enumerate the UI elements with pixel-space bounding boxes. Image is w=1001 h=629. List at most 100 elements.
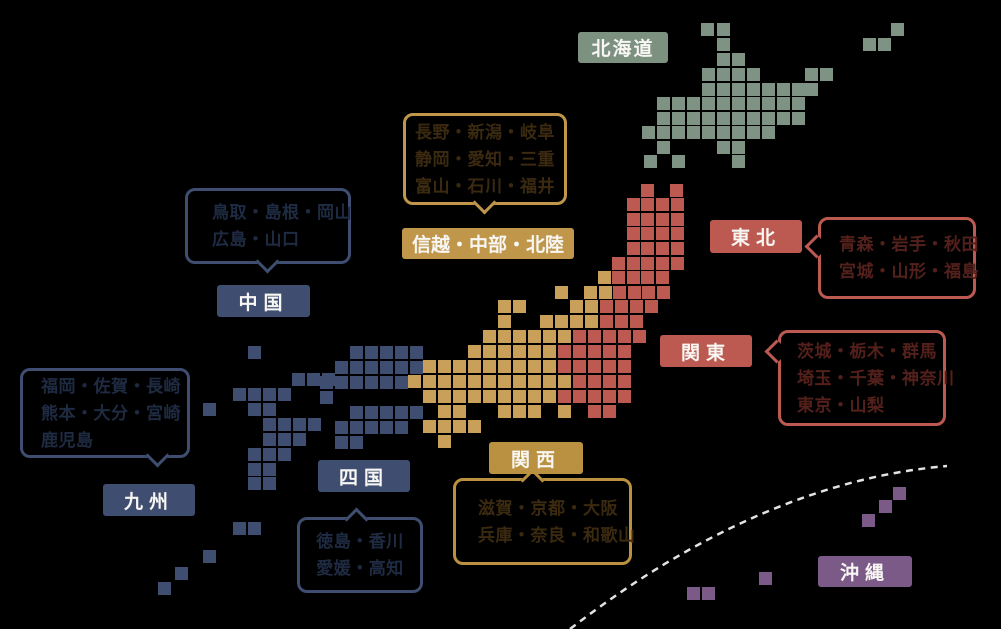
map-square-kyushu <box>233 388 246 401</box>
map-square-chugoku <box>365 376 378 389</box>
map-square-hokkaido <box>701 23 714 36</box>
map-square-chugoku <box>410 361 423 374</box>
prefecture-list-line: 富山・石川・福井 <box>415 176 555 196</box>
map-square-kyushu <box>263 433 276 446</box>
map-square-chugoku <box>410 346 423 359</box>
map-square-chubu <box>543 375 556 388</box>
map-square-hokkaido <box>702 126 715 139</box>
map-square-kanto <box>573 375 586 388</box>
map-square-hokkaido <box>672 112 685 125</box>
map-square-hokkaido <box>717 83 730 96</box>
map-square-hokkaido <box>777 83 790 96</box>
map-square-chubu <box>498 315 511 328</box>
prefecture-list-line: 鳥取・島根・岡山 <box>212 203 352 222</box>
map-square-chugoku <box>320 391 333 404</box>
map-square-chubu <box>513 405 526 418</box>
map-square-chugoku <box>335 376 348 389</box>
map-square-chugoku <box>380 361 393 374</box>
map-square-tohoku <box>630 315 643 328</box>
map-square-hokkaido <box>747 126 760 139</box>
map-square-hokkaido <box>777 112 790 125</box>
map-square-chubu <box>528 330 541 343</box>
map-square-kanto <box>558 345 571 358</box>
map-square-hokkaido <box>747 83 760 96</box>
map-square-kyushu <box>322 373 335 386</box>
map-square-chubu <box>543 330 556 343</box>
map-square-hokkaido <box>672 155 685 168</box>
map-square-tohoku <box>656 227 669 240</box>
map-square-hokkaido <box>762 112 775 125</box>
map-square-hokkaido <box>747 97 760 110</box>
region-label-tohoku: 東北 <box>710 220 802 253</box>
map-square-hokkaido <box>777 97 790 110</box>
map-square-kansai <box>423 420 436 433</box>
map-square-hokkaido <box>702 97 715 110</box>
region-label-hokkaido: 北海道 <box>578 32 668 63</box>
map-square-tohoku <box>628 286 641 299</box>
map-square-kyushu <box>263 403 276 416</box>
map-square-shikoku <box>350 421 363 434</box>
map-square-tohoku <box>656 198 669 211</box>
region-label-shikoku: 四国 <box>318 460 410 492</box>
map-square-kanto <box>588 330 601 343</box>
map-square-shikoku <box>380 406 393 419</box>
map-square-chugoku <box>380 376 393 389</box>
map-square-okinawa <box>879 500 892 513</box>
map-square-tohoku <box>670 184 683 197</box>
map-square-kanto <box>573 390 586 403</box>
map-square-kansai <box>468 420 481 433</box>
map-square-hokkaido <box>717 126 730 139</box>
map-square-chubu <box>540 315 553 328</box>
map-square-hokkaido <box>642 126 655 139</box>
map-square-tohoku <box>641 184 654 197</box>
map-square-chugoku <box>365 361 378 374</box>
map-square-tohoku <box>641 227 654 240</box>
map-square-chubu <box>528 345 541 358</box>
map-square-hokkaido <box>732 83 745 96</box>
map-square-kanto <box>618 345 631 358</box>
map-square-hokkaido <box>657 126 670 139</box>
map-square-kansai <box>438 390 451 403</box>
map-square-tohoku <box>641 213 654 226</box>
prefecture-list-line: 静岡・愛知・三重 <box>415 149 555 169</box>
map-square-shikoku <box>365 406 378 419</box>
map-square-tohoku <box>641 242 654 255</box>
map-square-shikoku <box>365 421 378 434</box>
map-square-kansai <box>453 420 466 433</box>
map-square-tohoku <box>615 300 628 313</box>
map-square-chubu <box>584 286 597 299</box>
map-square-kyushu <box>233 522 246 535</box>
map-square-kansai <box>453 390 466 403</box>
map-square-tohoku <box>641 271 654 284</box>
map-square-kyushu <box>278 448 291 461</box>
prefecture-list-line: 広島・山口 <box>212 230 300 249</box>
map-square-chugoku <box>350 376 363 389</box>
map-square-okinawa <box>702 587 715 600</box>
map-square-chubu <box>498 390 511 403</box>
map-square-chugoku <box>335 361 348 374</box>
map-square-hokkaido <box>747 68 760 81</box>
prefecture-list-line: 茨城・栃木・群馬 <box>797 341 937 361</box>
map-square-kyushu <box>263 448 276 461</box>
map-square-hokkaido <box>732 68 745 81</box>
map-square-shikoku <box>410 406 423 419</box>
map-square-tohoku <box>627 242 640 255</box>
map-square-kyushu <box>263 463 276 476</box>
map-square-tohoku <box>612 257 625 270</box>
map-square-chubu <box>513 390 526 403</box>
map-square-tohoku <box>642 286 655 299</box>
kansai-callout: 滋賀・京都・大阪兵庫・奈良・和歌山 <box>453 478 635 565</box>
prefecture-list-line: 宮城・山形・福島 <box>839 262 979 281</box>
map-square-chubu <box>498 405 511 418</box>
map-square-chubu <box>528 390 541 403</box>
map-square-kanto <box>573 345 586 358</box>
map-square-tohoku <box>641 198 654 211</box>
map-square-chubu <box>598 271 611 284</box>
map-square-hokkaido <box>732 112 745 125</box>
map-square-chugoku <box>395 346 408 359</box>
map-square-chugoku <box>395 361 408 374</box>
map-square-kyushu <box>293 418 306 431</box>
map-square-okinawa <box>759 572 772 585</box>
map-square-hokkaido <box>891 23 904 36</box>
map-square-chubu <box>498 330 511 343</box>
